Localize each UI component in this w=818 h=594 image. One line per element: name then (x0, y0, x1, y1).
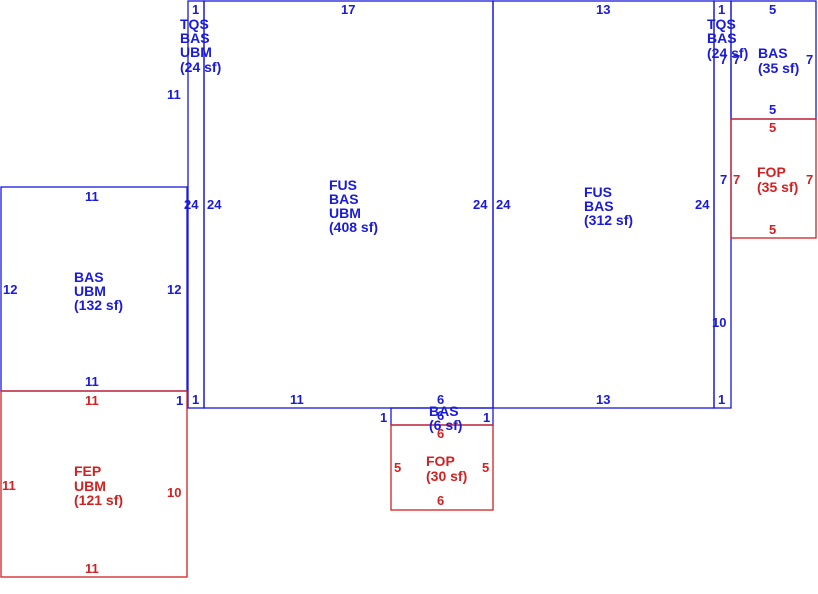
dim-fop-right-top: 5 (769, 120, 776, 135)
bas-right-line1: BAS (758, 45, 788, 61)
dim-fus-left-bottom: 11 (290, 392, 304, 407)
dim-fus-right-right: 24 (695, 197, 710, 212)
tqs-right-line1: TQS (707, 16, 736, 32)
dim-fop-bottom-right: 5 (482, 460, 489, 475)
dim-fus-left-right: 24 (473, 197, 488, 212)
dim-fus-left-left: 24 (184, 197, 199, 212)
tqs-right-area: (24 sf) (707, 45, 748, 61)
dim-bas-left-bottom: 11 (85, 374, 99, 389)
dim-fus-right-bottom: 13 (596, 392, 610, 407)
dim-fop-bottom-bottom: 6 (437, 493, 444, 508)
tqs-left-area: (24 sf) (180, 59, 221, 75)
dim-bas-bottom-bottom: 6 (437, 408, 444, 423)
bas-bottom-line1: BAS (429, 403, 459, 419)
dim-bas-left-left: 12 (3, 282, 17, 297)
bas-left-area: (132 sf) (74, 297, 123, 313)
dim-bas-right-bottom: 5 (769, 102, 776, 117)
dim-bas-bottom-left: 1 (380, 410, 387, 425)
fop-bottom-label: FOP (30 sf) (426, 453, 467, 484)
fus-right-line2: BAS (584, 198, 614, 214)
tqs-left-line2: BAS (180, 30, 210, 46)
dim-tqs-right-bottom: 1 (718, 392, 725, 407)
bas-bottom-area: (6 sf) (429, 417, 462, 433)
fop-right-line1: FOP (757, 164, 786, 180)
fop-right-outline (730, 118, 817, 239)
fus-left-line2: BAS (329, 191, 359, 207)
fus-right-label: FUS BAS (312 sf) (584, 184, 633, 228)
tqs-right-label: TQS BAS (24 sf) (707, 16, 748, 61)
dim-fop-right-right: 7 (806, 172, 813, 187)
fep-line2: UBM (74, 478, 106, 494)
dim-fop-right-left: 7 (733, 172, 740, 187)
fus-right-line1: FUS (584, 184, 612, 200)
dim-tqs-right-side-c: 10 (712, 315, 726, 330)
fus-left-area: (408 sf) (329, 219, 378, 235)
fop-bottom-area: (30 sf) (426, 468, 467, 484)
dim-bas-bottom-right: 1 (483, 410, 490, 425)
tqs-right-line2: BAS (707, 30, 737, 46)
dim-fus-left-left-inner: 24 (207, 197, 222, 212)
dim-fep-bottom: 11 (85, 561, 99, 576)
dim-fus-left-top: 17 (341, 2, 355, 17)
dim-tqs-right-top: 1 (718, 2, 725, 17)
dim-tqs-right-side: 7 (720, 52, 727, 67)
dimension-labels: 17 13 1 11 1 24 24 24 11 24 24 13 1 7 7 … (2, 2, 813, 576)
fep-area: (121 sf) (74, 492, 123, 508)
dim-bas-left-right: 12 (167, 282, 181, 297)
bas-right-label: BAS (35 sf) (758, 45, 799, 76)
dim-fop-bottom-left: 5 (394, 460, 401, 475)
dim-fop-bottom-top: 6 (437, 426, 444, 441)
fep-line1: FEP (74, 463, 101, 479)
tqs-left-label: TQS BAS UBM (24 sf) (180, 16, 221, 75)
fus-right-area: (312 sf) (584, 212, 633, 228)
dim-tqs-right-side-b: 7 (733, 52, 740, 67)
dim-fep-right: 10 (167, 485, 181, 500)
bas-left-line1: BAS (74, 269, 104, 285)
fus-left-label: FUS BAS UBM (408 sf) (329, 177, 378, 235)
dim-tqs-left-top: 1 (192, 2, 199, 17)
bas-left-line2: UBM (74, 283, 106, 299)
tqs-left-line1: TQS (180, 16, 209, 32)
dim-tqs-left-bottom: 1 (192, 392, 199, 407)
fus-left-line1: FUS (329, 177, 357, 193)
fep-outline (0, 390, 188, 578)
dim-bas-left-top: 11 (85, 189, 99, 204)
dim-fep-top: 11 (85, 393, 99, 408)
bas-right-area: (35 sf) (758, 60, 799, 76)
dim-fop-right-bottom: 5 (769, 222, 776, 237)
dim-bas-right-right: 7 (806, 52, 813, 67)
fop-bottom-line1: FOP (426, 453, 455, 469)
fus-left-line3: UBM (329, 205, 361, 221)
dim-bas-right-top: 5 (769, 2, 776, 17)
fop-right-area: (35 sf) (757, 179, 798, 195)
fop-right-label: FOP (35 sf) (757, 164, 798, 195)
bas-bottom-label: BAS (6 sf) (429, 403, 462, 433)
dim-fep-top-right: 1 (176, 393, 183, 408)
fop-bottom-outline (390, 424, 494, 511)
dim-fep-left: 11 (2, 478, 16, 493)
bas-left-label: BAS UBM (132 sf) (74, 269, 123, 313)
dim-tqs-right-side-mid: 7 (720, 172, 727, 187)
dim-fus-right-top: 13 (596, 2, 610, 17)
dim-tqs-left-side: 11 (167, 87, 181, 102)
dim-bas-bottom-top: 6 (437, 392, 444, 407)
tqs-left-line3: UBM (180, 44, 212, 60)
fep-label: FEP UBM (121 sf) (74, 463, 123, 508)
dim-fus-right-left: 24 (496, 197, 511, 212)
